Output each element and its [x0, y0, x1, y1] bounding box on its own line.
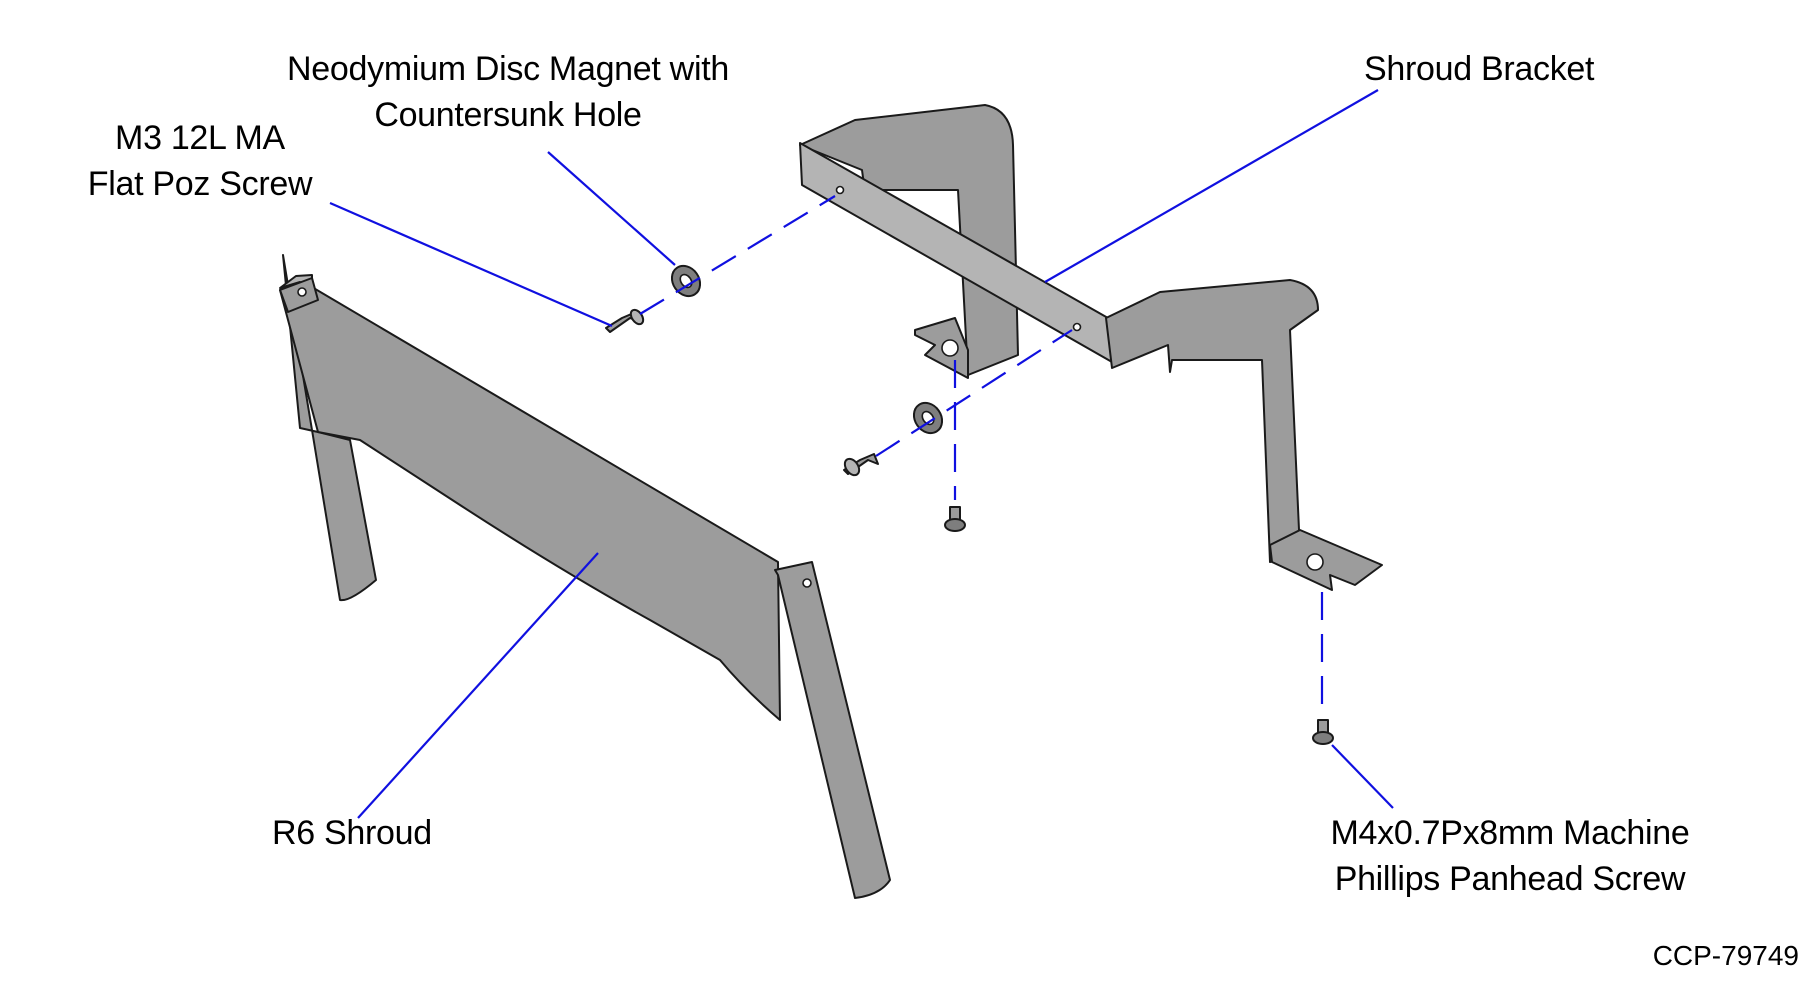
leader-lines — [329, 89, 1394, 819]
drawing-number: CCP-79749 — [1652, 940, 1799, 971]
callout-magnet-line1: Neodymium Disc Magnet with — [287, 50, 729, 88]
callout-m4-screw-line1: M4x0.7Px8mm Machine — [1330, 814, 1690, 852]
centerline-lower-magnet — [875, 329, 1073, 457]
shroud-bracket-right-wing — [1105, 279, 1319, 563]
r6-shroud-main-panel — [279, 279, 781, 721]
m3-screw-upper — [605, 308, 645, 333]
leader-m4-screw — [1331, 744, 1394, 809]
shroud-bracket-hole-right — [1072, 322, 1082, 332]
r6-shroud-left-leg — [282, 254, 377, 602]
shroud-bracket-left-foot-hole — [941, 339, 959, 357]
shroud-bracket-hole-left — [835, 185, 845, 195]
leader-m3-screw — [329, 201, 613, 328]
callout-m4-screw-line2: Phillips Panhead Screw — [1334, 860, 1686, 898]
callout-r6-shroud-line1: R6 Shroud — [272, 814, 432, 852]
callout-m3-screw-line1: M3 12L MA — [115, 119, 285, 157]
r6-shroud-left-hole — [297, 287, 307, 297]
callout-m4-screw: M4x0.7Px8mm Machine Phillips Panhead Scr… — [1310, 810, 1710, 902]
magnet-upper — [670, 264, 702, 298]
callout-shroud-bracket-line1: Shroud Bracket — [1364, 50, 1595, 88]
centerline-upper-magnet — [639, 195, 836, 315]
leader-r6-shroud — [357, 552, 599, 819]
callout-magnet: Neodymium Disc Magnet with Countersunk H… — [278, 46, 738, 138]
callout-m3-screw-line2: Flat Poz Screw — [87, 165, 313, 203]
leader-magnet — [547, 151, 676, 266]
r6-shroud-part — [279, 254, 891, 899]
leader-shroud-bracket — [1044, 89, 1379, 283]
m4-screw-left — [944, 506, 966, 532]
shroud-bracket-part — [799, 104, 1383, 591]
shroud-bracket-right-foot — [1269, 529, 1383, 591]
callout-magnet-line2: Countersunk Hole — [374, 96, 642, 134]
shroud-bracket-right-foot-hole — [1306, 553, 1324, 571]
callout-shroud-bracket: Shroud Bracket — [1364, 46, 1594, 92]
callout-m3-screw: M3 12L MA Flat Poz Screw — [80, 115, 320, 207]
assembly-centerlines — [639, 195, 1324, 715]
m3-screw-lower — [843, 453, 879, 477]
r6-shroud-right-hole — [802, 578, 812, 588]
callout-r6-shroud: R6 Shroud — [272, 810, 432, 856]
r6-shroud-right-end — [774, 561, 891, 899]
m4-screw-right — [1312, 719, 1334, 745]
